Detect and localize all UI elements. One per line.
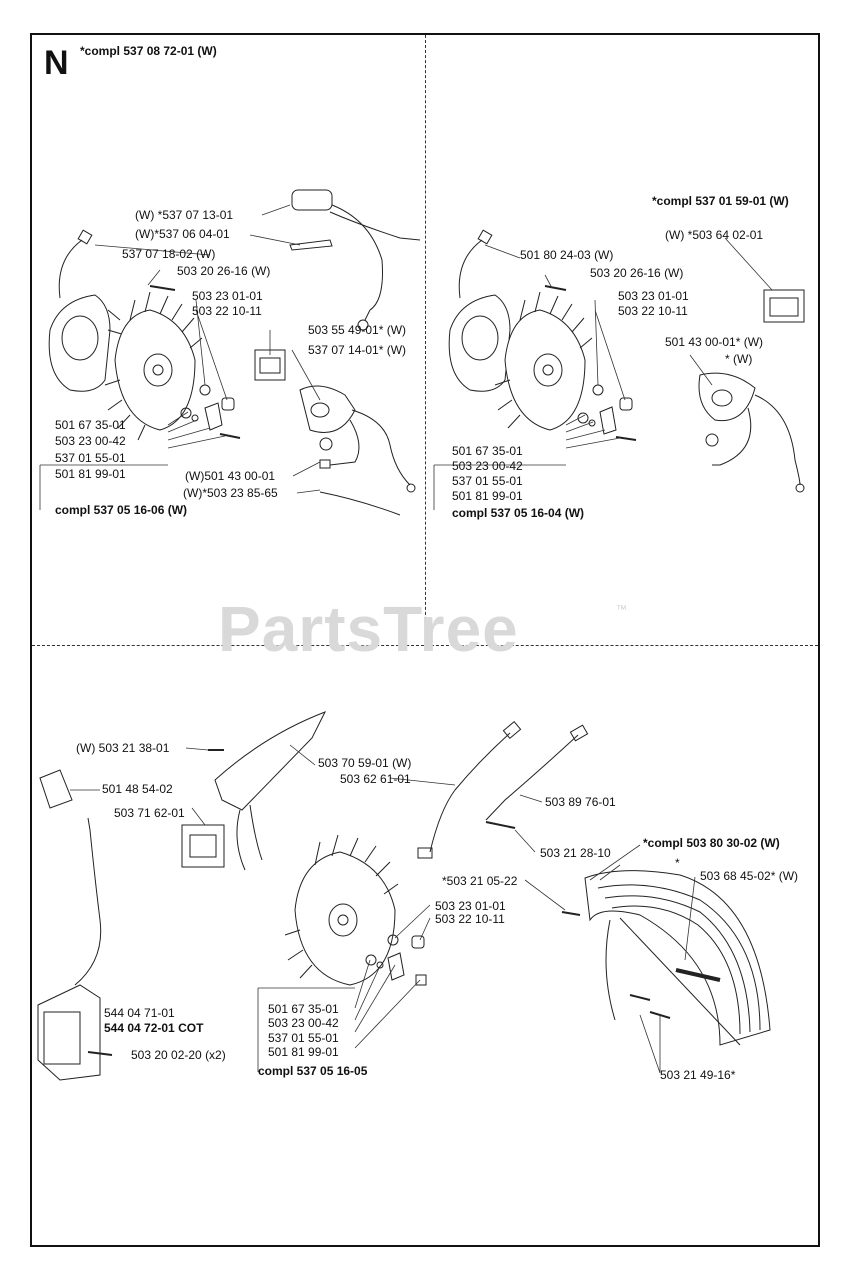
q1-label: 537 07 14-01* (W)	[308, 343, 407, 357]
q3-label: 503 71 62-01	[114, 806, 185, 820]
q3-label: 501 48 54-02	[102, 782, 173, 796]
q1-label: 503 55 49-01* (W)	[308, 323, 407, 337]
q3-label: 544 04 72-01 COT	[104, 1021, 204, 1035]
q1-label: 503 22 10-11	[192, 304, 262, 318]
leader-lines	[39, 204, 773, 1074]
q2-label: 503 22 10-11	[618, 304, 688, 318]
q2-flywheel-drawing	[494, 291, 593, 431]
q3-kit-label: *compl 503 80 30-02 (W)	[643, 836, 780, 850]
q1-label: 537 01 55-01	[55, 451, 126, 465]
q3-wires-drawing	[417, 720, 589, 859]
q3-label: *	[675, 856, 680, 870]
q3-label: 503 22 10-11	[435, 912, 505, 926]
q2-label: 537 01 55-01	[452, 474, 523, 488]
q2-label: 501 67 35-01	[452, 444, 523, 458]
q2-ignition-module-drawing	[448, 229, 511, 392]
q3-label: 503 68 45-02* (W)	[700, 869, 799, 883]
q3-label: 501 81 99-01	[268, 1045, 339, 1059]
q1-label: (W) *537 07 13-01	[135, 208, 234, 222]
q3-cover-plate-drawing	[181, 711, 327, 871]
q1-label: 503 23 00-42	[55, 434, 126, 448]
q1-label: 501 81 99-01	[55, 467, 126, 481]
q2-kit-label: *compl 537 01 59-01 (W)	[652, 194, 789, 208]
q3-flywheel-drawing	[284, 834, 427, 986]
q3-assembly-label: compl 537 05 16-05	[258, 1064, 368, 1078]
q2-label: 503 23 01-01	[618, 289, 689, 303]
q3-label: 503 62 61-01	[340, 772, 411, 786]
q3-label: 501 67 35-01	[268, 1002, 339, 1016]
q3-label: 537 01 55-01	[268, 1031, 339, 1045]
q2-label: * (W)	[725, 352, 753, 366]
q1-ignition-module-drawing	[48, 229, 126, 392]
q3-label: 503 23 00-42	[268, 1016, 339, 1030]
q2-label: 503 20 26-16 (W)	[590, 266, 684, 280]
q1-label: 503 23 01-01	[192, 289, 263, 303]
q3-label: 544 04 71-01	[104, 1006, 175, 1020]
vertical-divider	[425, 35, 426, 645]
q2-label: 501 43 00-01* (W)	[665, 335, 764, 349]
q1-label: 537 07 18-02 (W)	[122, 247, 216, 261]
q2-label: 503 23 00-42	[452, 459, 523, 473]
q1-flywheel-drawing	[104, 291, 203, 441]
q2-label: 501 81 99-01	[452, 489, 523, 503]
q1-label: 503 20 26-16 (W)	[177, 264, 271, 278]
watermark: PartsTree	[218, 593, 519, 665]
q3-label: 503 89 76-01	[545, 795, 616, 809]
q2-label: 501 80 24-03 (W)	[520, 248, 614, 262]
q3-label: 503 70 59-01 (W)	[318, 756, 412, 770]
q1-kit-label: *compl 537 08 72-01 (W)	[80, 44, 217, 58]
q2-label: (W) *503 64 02-01	[665, 228, 764, 242]
q3-label: 503 23 01-01	[435, 899, 506, 913]
horizontal-divider	[32, 645, 818, 646]
watermark-trademark: ™	[616, 604, 627, 616]
q3-ignition-coil-drawing	[37, 769, 113, 1081]
q1-assembly-label: compl 537 05 16-06 (W)	[55, 503, 188, 517]
q3-label: *503 21 05-22	[442, 874, 518, 888]
page-letter: N	[44, 44, 69, 82]
q3-label: 503 21 28-10	[540, 846, 611, 860]
q1-label: (W)*503 23 85-65	[183, 486, 278, 500]
q2-assembly-label: compl 537 05 16-04 (W)	[452, 506, 585, 520]
q1-label: (W)*537 06 04-01	[135, 227, 230, 241]
q3-label: 503 20 02-20 (x2)	[131, 1048, 226, 1062]
q1-label: (W)501 43 00-01	[185, 469, 276, 483]
q2-hardware-drawing	[544, 285, 805, 493]
q3-label: (W) 503 21 38-01	[76, 741, 170, 755]
page-frame	[30, 33, 820, 1247]
q1-label: 501 67 35-01	[55, 418, 126, 432]
q3-handle-drawing	[561, 870, 771, 1046]
q3-label: 503 21 49-16*	[660, 1068, 736, 1082]
